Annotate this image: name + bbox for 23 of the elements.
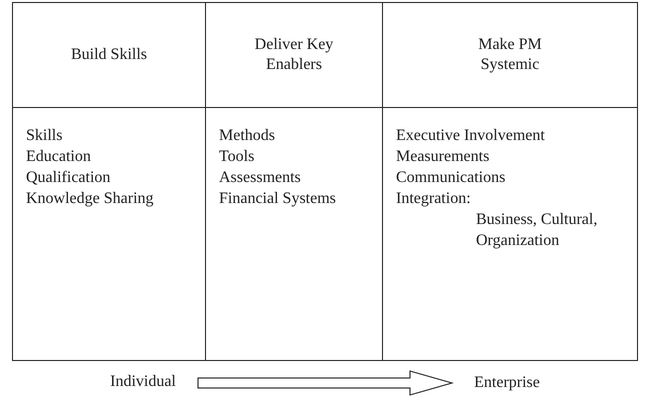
list-item: Financial Systems (219, 189, 337, 209)
list-item: Measurements (396, 147, 490, 167)
list-item: Knowledge Sharing (26, 189, 155, 209)
column-heading: Build Skills (70, 45, 148, 65)
block-arrow (198, 370, 454, 396)
list-item: Assessments (219, 168, 302, 188)
axis-end-label: Individual (88, 373, 198, 391)
list-item: Business, Cultural, Organization (476, 210, 598, 251)
list-item: Qualification (26, 168, 112, 188)
table-cell (12, 107, 206, 361)
list-item: Methods (219, 126, 276, 146)
column-heading: Make PM Systemic (477, 35, 543, 75)
table-cell (382, 107, 638, 361)
list-item: Skills (26, 126, 64, 146)
list-item: Executive Involvement (396, 126, 546, 146)
list-item: Integration: (396, 189, 472, 209)
list-item: Communications (396, 168, 506, 188)
axis-end-label: Enterprise (452, 374, 562, 392)
list-item: Education (26, 147, 92, 167)
column-header-cell (382, 2, 638, 108)
column-heading: Deliver Key Enablers (254, 35, 334, 75)
column-header-cell (12, 2, 206, 108)
list-item: Tools (219, 147, 256, 167)
